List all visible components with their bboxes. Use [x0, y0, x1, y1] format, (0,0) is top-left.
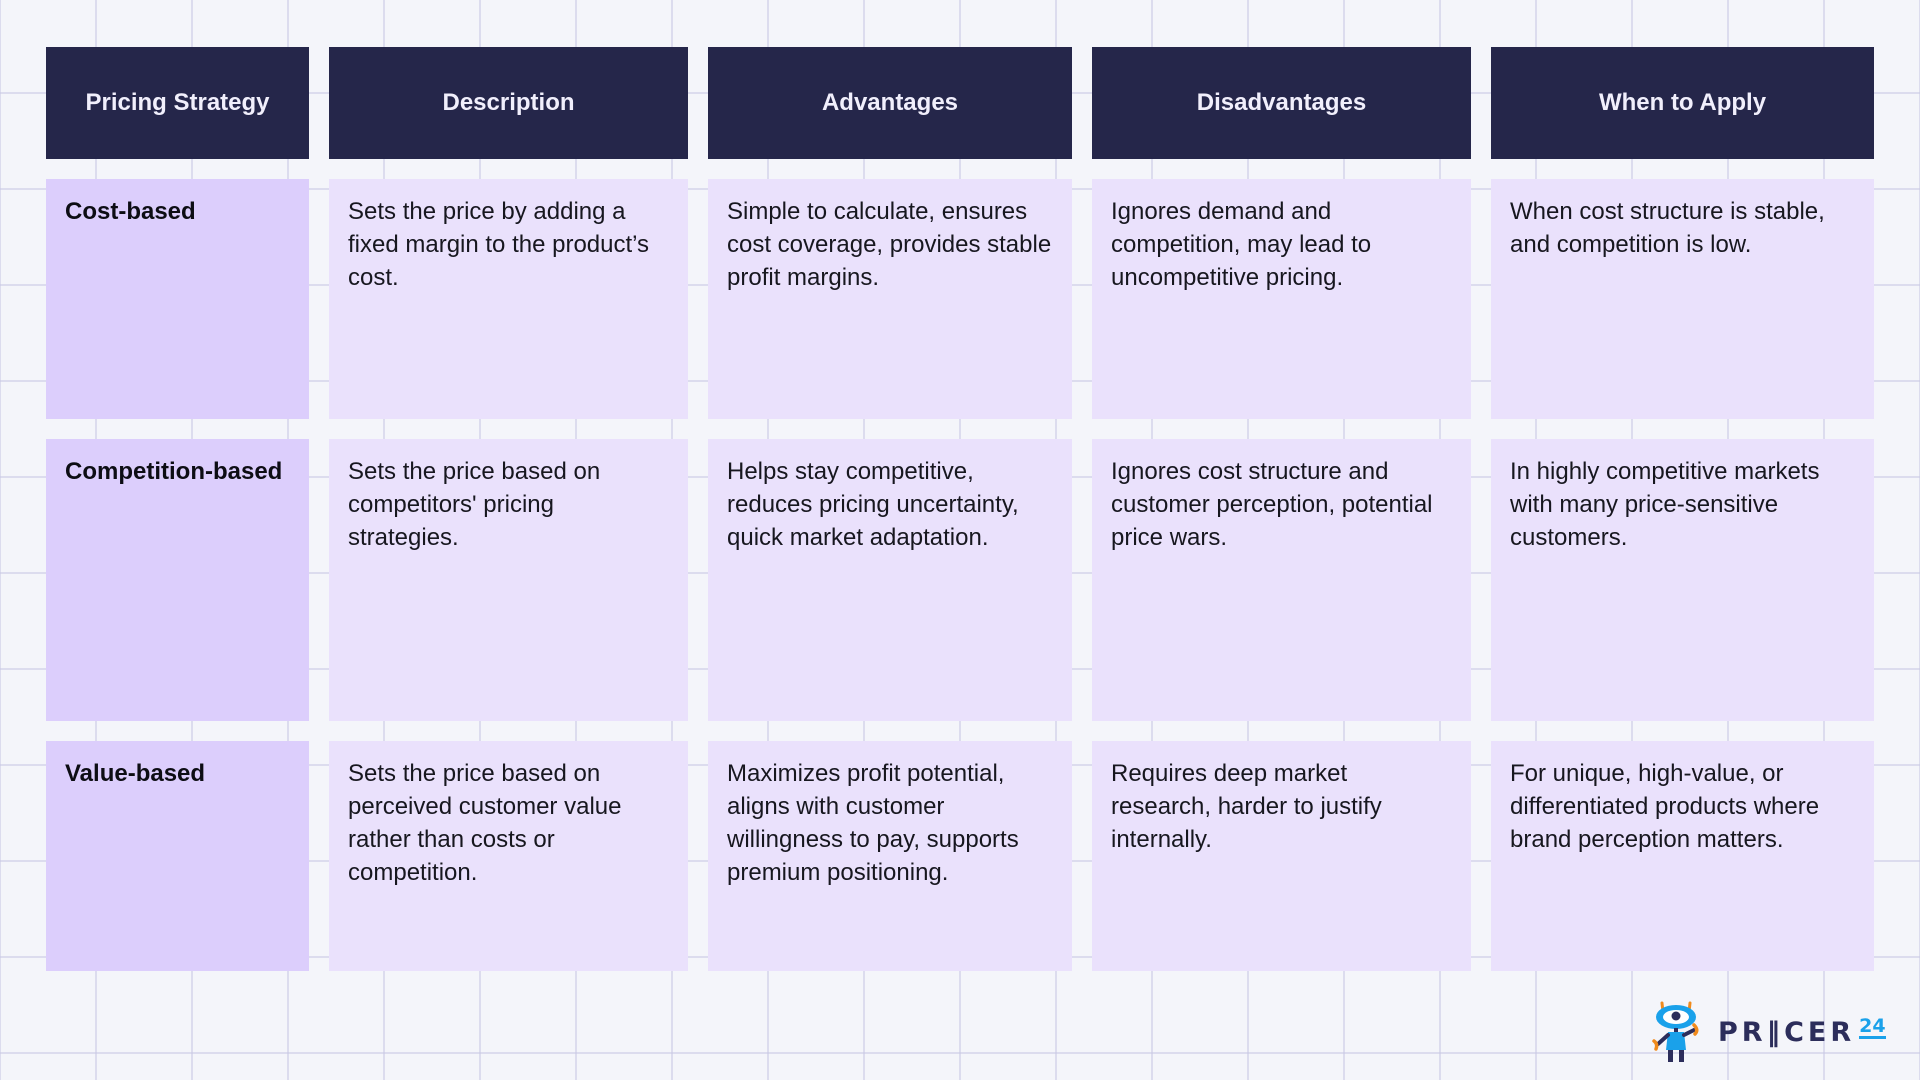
- row-cost-based-strategy: Cost-based: [46, 179, 309, 419]
- row-cost-based-description: Sets the price by adding a fixed margin …: [329, 179, 688, 419]
- header-pricing-strategy: Pricing Strategy: [46, 47, 309, 159]
- row-cost-based-advantages: Simple to calculate, ensures cost covera…: [708, 179, 1072, 419]
- row-competition-based-advantages: Helps stay competitive, reduces pricing …: [708, 439, 1072, 721]
- eye-robot-mascot-icon: [1652, 1001, 1699, 1062]
- row-value-based-advantages: Maximizes profit potential, aligns with …: [708, 741, 1072, 971]
- row-cost-based-when-to-apply: When cost structure is stable, and compe…: [1491, 179, 1874, 419]
- row-competition-based-strategy: Competition-based: [46, 439, 309, 721]
- header-description: Description: [329, 47, 688, 159]
- row-value-based-strategy: Value-based: [46, 741, 309, 971]
- header-when-to-apply: When to Apply: [1491, 47, 1874, 159]
- pricing-strategy-table: Pricing Strategy Description Advantages …: [46, 47, 1874, 971]
- brand-name: PR‖CER: [1718, 1016, 1856, 1048]
- row-value-based-description: Sets the price based on perceived custom…: [329, 741, 688, 971]
- row-competition-based-disadvantages: Ignores cost structure and customer perc…: [1092, 439, 1471, 721]
- row-value-based-disadvantages: Requires deep market research, harder to…: [1092, 741, 1471, 971]
- row-cost-based-disadvantages: Ignores demand and competition, may lead…: [1092, 179, 1471, 419]
- brand-suffix: 24: [1859, 1015, 1886, 1039]
- brand-wordmark: PR‖CER 24: [1718, 1017, 1886, 1048]
- row-value-based-when-to-apply: For unique, high-value, or differentiate…: [1491, 741, 1874, 971]
- header-disadvantages: Disadvantages: [1092, 47, 1471, 159]
- pricer24-logo: PR‖CER 24: [1652, 1000, 1886, 1064]
- row-competition-based-description: Sets the price based on competitors' pri…: [329, 439, 688, 721]
- header-advantages: Advantages: [708, 47, 1072, 159]
- row-competition-based-when-to-apply: In highly competitive markets with many …: [1491, 439, 1874, 721]
